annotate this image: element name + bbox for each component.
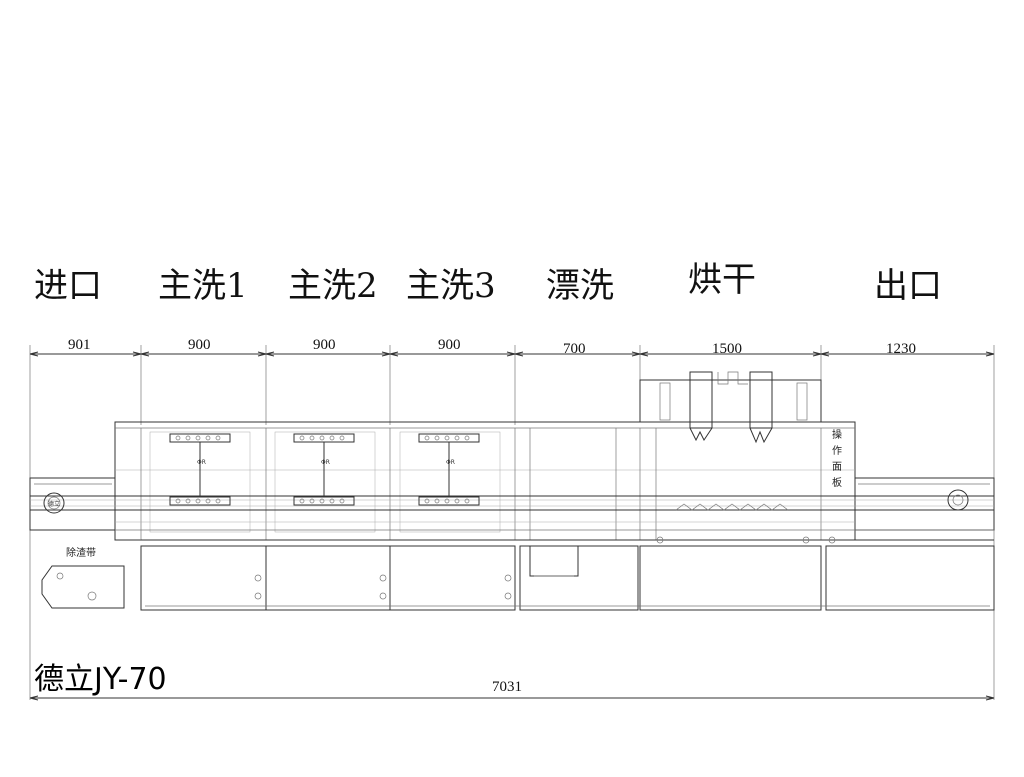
pump-label-2: ΦR (321, 459, 330, 466)
dimension-main-wash-2: 900 (313, 337, 336, 353)
section-title-exit: 出口 (874, 266, 942, 306)
machine-body (29, 371, 995, 611)
dimension-entrance: 901 (68, 337, 91, 353)
exit-motor-icon (947, 489, 969, 511)
drive-motors: 德立 (43, 489, 969, 514)
dimension-drying: 1500 (712, 341, 742, 357)
pump-label-3: ΦR (446, 459, 455, 466)
pump-label-1: ΦR (197, 459, 206, 466)
dimension-main-wash-1: 900 (188, 337, 211, 353)
overall-length: 7031 (492, 679, 522, 695)
model-label: 德立JY-70 (34, 662, 167, 697)
svg-text:操: 操 (832, 428, 842, 441)
svg-text:作: 作 (832, 445, 842, 457)
svg-text:板: 板 (832, 476, 842, 489)
section-title-entrance: 进口 (34, 266, 102, 306)
slag-belt-label: 除渣带 (66, 546, 96, 559)
section-title-drying: 烘干 (688, 260, 756, 300)
overall-dimension: 7031 (29, 679, 995, 701)
section-titles: 进口 主洗1 主洗2 主洗3 漂洗 烘干 出口 (34, 260, 942, 306)
control-panel-label: 操 作 面 板 (832, 428, 842, 489)
section-title-rinse: 漂洗 (546, 266, 614, 306)
motor-label: 德立 (48, 500, 60, 508)
top-dimension-chain: 901 900 900 900 700 1500 1230 (29, 337, 995, 700)
entrance-motor-icon: 德立 (43, 492, 65, 514)
dimension-rinse: 700 (563, 341, 586, 357)
section-title-main-wash-3: 主洗3 (406, 266, 496, 306)
svg-text:面: 面 (832, 462, 842, 473)
section-title-main-wash-1: 主洗1 (158, 266, 248, 306)
section-title-main-wash-2: 主洗2 (288, 266, 378, 306)
dimension-main-wash-3: 900 (438, 337, 461, 353)
spray-nozzle-bars: ΦR ΦR ΦR (169, 433, 480, 506)
dimension-exit: 1230 (886, 341, 916, 357)
